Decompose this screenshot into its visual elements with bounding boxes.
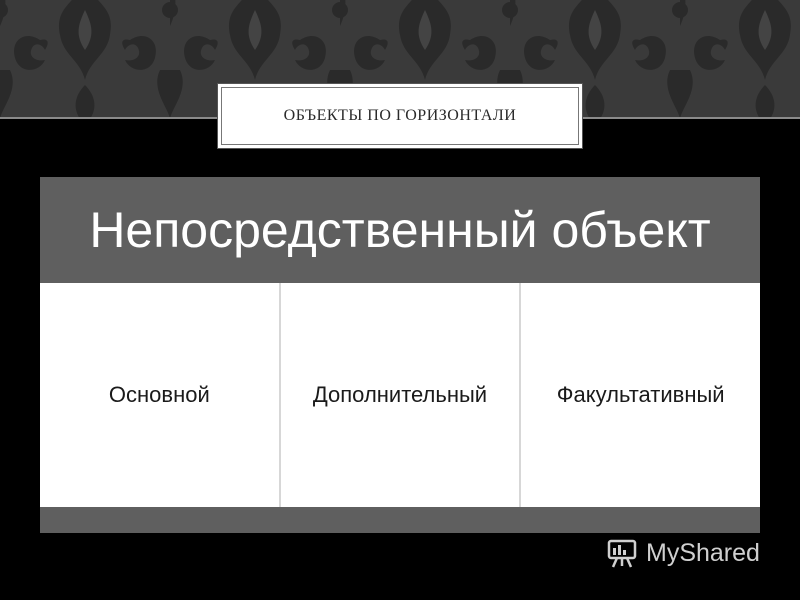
cell-optional: Факультативный (521, 283, 761, 507)
cell-label: Факультативный (556, 382, 725, 407)
cell-label: Дополнительный (312, 382, 488, 407)
cell-additional: Дополнительный (280, 283, 522, 507)
diagram-header-label: Непосредственный объект (89, 202, 711, 258)
diagram-cells: Основной Дополнительный Факультативный (40, 283, 761, 507)
watermark-text: MyShared (646, 538, 760, 567)
cell-main: Основной (40, 283, 281, 507)
title-box-inner-frame (221, 87, 579, 145)
damask-pattern-band (0, 0, 800, 118)
slide-title-box: ОБЪЕКТЫ ПО ГОРИЗОНТАЛИ (217, 83, 583, 149)
slide-title: ОБЪЕКТЫ ПО ГОРИЗОНТАЛИ (283, 107, 517, 124)
watermark: MyShared (606, 536, 760, 570)
cell-label: Основной (108, 382, 210, 407)
projector-screen-icon (607, 539, 637, 568)
diagram-header: Непосредственный объект (40, 177, 760, 283)
object-diagram: Непосредственный объект Основной Дополни… (40, 177, 761, 533)
